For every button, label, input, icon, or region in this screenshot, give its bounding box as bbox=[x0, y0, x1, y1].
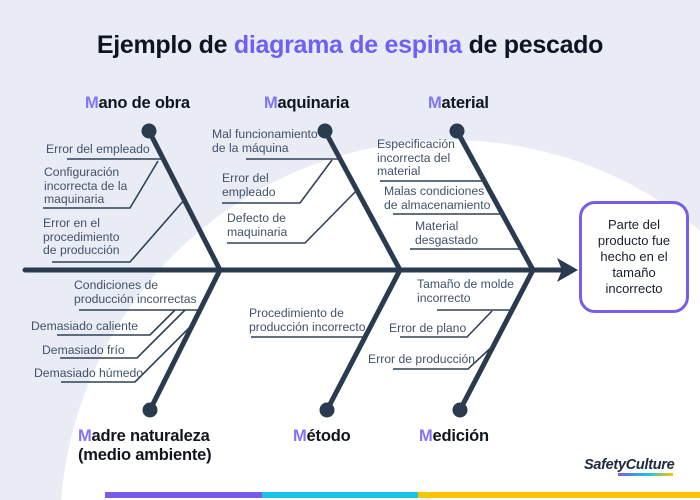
bottom-stripe-yellow bbox=[418, 492, 700, 498]
category-rest: aquinaria bbox=[277, 94, 350, 112]
bone-medicion bbox=[457, 267, 536, 413]
bone-madre-naturaleza bbox=[147, 267, 223, 413]
bone-material bbox=[454, 128, 536, 273]
title-suffix: de pescado bbox=[461, 31, 604, 59]
category-initial: M bbox=[78, 427, 92, 445]
cause-line-demasiado-humedo bbox=[61, 323, 194, 383]
cause-line-error-empleado-maquinaria bbox=[222, 159, 333, 204]
cause-error-plano: Error de plano bbox=[389, 321, 467, 335]
cause-line-error-plano bbox=[400, 310, 493, 338]
category-line2: (medio ambiente) bbox=[78, 446, 212, 464]
category-initial: M bbox=[293, 427, 307, 445]
cause-line-demasiado-frio bbox=[60, 309, 186, 359]
cause-error-produccion: Error de producción bbox=[368, 352, 476, 366]
bone-dot-madre-naturaleza bbox=[142, 402, 158, 418]
bone-dot-medicion bbox=[452, 402, 468, 418]
cause-error-del-empleado: Error del empleado bbox=[46, 142, 150, 156]
category-rest: edición bbox=[432, 427, 490, 445]
bone-dot-metodo bbox=[319, 402, 335, 418]
category-rest: aterial bbox=[441, 94, 489, 112]
category-label-mano-de-obra: Mano de obra bbox=[85, 94, 190, 113]
category-rest: ano de obra bbox=[98, 94, 191, 112]
category-rest: adre naturaleza bbox=[91, 427, 210, 445]
bone-dot-maquinaria bbox=[317, 123, 333, 139]
page-title: Ejemplo de diagrama de espina de pescado bbox=[0, 31, 700, 60]
spine-arrow-icon bbox=[557, 258, 578, 282]
logo-second-word: Culture bbox=[625, 457, 675, 473]
bone-dot-mano-de-obra bbox=[141, 123, 157, 139]
bottom-stripe-cyan bbox=[262, 492, 418, 498]
category-label-madre-naturaleza: Madre naturaleza(medio ambiente) bbox=[78, 427, 212, 465]
category-initial: M bbox=[264, 94, 278, 112]
category-initial: M bbox=[85, 94, 99, 112]
category-label-maquinaria: Maquinaria bbox=[264, 94, 349, 113]
bone-metodo bbox=[324, 267, 403, 413]
category-label-metodo: Método bbox=[293, 427, 351, 446]
cause-demasiado-caliente: Demasiado caliente bbox=[31, 319, 139, 333]
category-initial: M bbox=[428, 94, 442, 112]
title-highlight: diagrama de espina bbox=[233, 31, 462, 59]
logo-gradient-underline bbox=[618, 473, 673, 476]
cause-demasiado-humedo: Demasiado húmedo bbox=[34, 366, 144, 380]
category-label-medicion: Medición bbox=[419, 427, 489, 446]
cause-line-error-procedimiento bbox=[52, 198, 186, 263]
safetyculture-logo: SafetyCulture bbox=[584, 457, 675, 473]
bottom-stripe-purple bbox=[105, 492, 262, 498]
category-label-material: Material bbox=[428, 94, 489, 113]
title-prefix: Ejemplo de bbox=[96, 31, 234, 59]
cause-demasiado-frio: Demasiado frío bbox=[42, 343, 125, 357]
cause-line-error-produccion bbox=[393, 342, 497, 370]
cause-line-demasiado-caliente bbox=[57, 309, 176, 336]
category-initial: M bbox=[419, 427, 433, 445]
cause-line-configuracion-incorrecta bbox=[43, 160, 159, 209]
cause-line-defecto-maquinaria bbox=[227, 189, 358, 244]
bone-maquinaria bbox=[322, 128, 403, 273]
category-rest: étodo bbox=[306, 427, 351, 445]
bone-dot-material bbox=[449, 123, 465, 139]
effect-text: Parte del producto fue hecho en el tamañ… bbox=[597, 217, 671, 296]
logo-first-word: Safety bbox=[584, 457, 626, 473]
effect-box: Parte del producto fue hecho en el tamañ… bbox=[579, 201, 689, 313]
